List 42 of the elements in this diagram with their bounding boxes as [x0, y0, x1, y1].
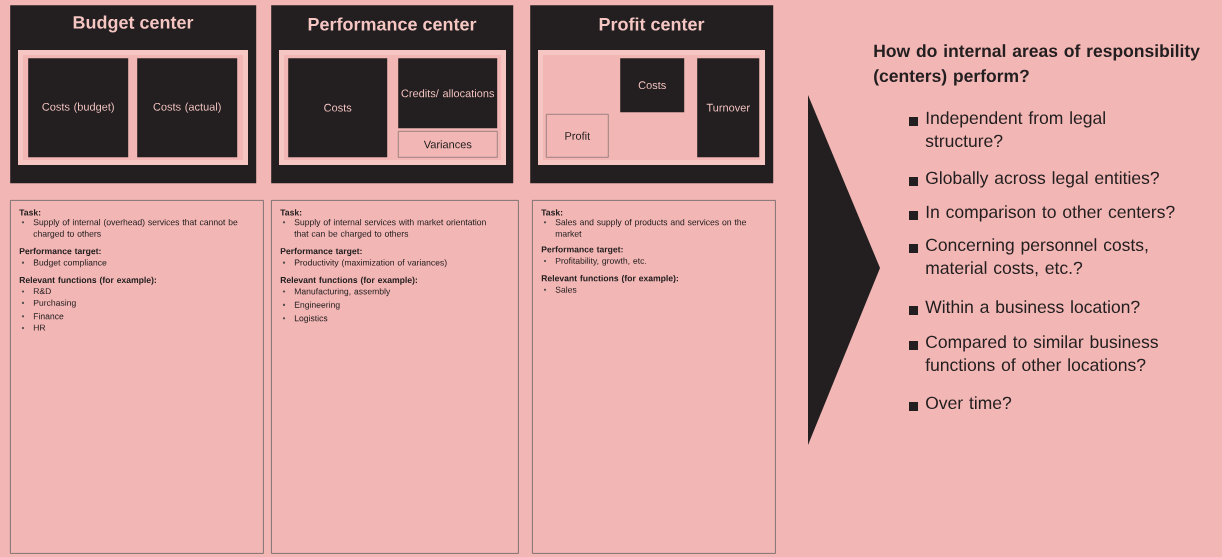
section-heading: Relevant functions (for example):	[280, 276, 417, 285]
list-item: Profitability, growth, etc.	[543, 257, 646, 266]
cost-box: Costs	[620, 58, 685, 113]
question-item: Globally across legal entities?	[909, 171, 1159, 188]
description-panel	[532, 200, 776, 554]
section-heading: Performance target:	[280, 247, 362, 256]
question-item: In comparison to other centers?	[909, 205, 1175, 222]
list-item: Logistics	[282, 314, 328, 323]
question-heading: How do internal areas of responsibility (centers) perform?	[874, 44, 1200, 86]
list-item: Purchasing	[21, 299, 76, 308]
list-item: Engineering	[282, 301, 340, 310]
section-heading: Task:	[280, 209, 302, 216]
question-item: Compared to similar business functions of other locations?	[909, 335, 1158, 372]
list-item: Supply of internal (overhead) services that cannot be charged to others	[21, 218, 238, 239]
list-item: R&D	[21, 288, 51, 295]
section-heading: Task:	[19, 209, 41, 216]
list-item: Supply of internal services with market orientation that can be charged to others	[282, 218, 486, 239]
cost-box: Costs (actual)	[137, 58, 238, 158]
result-box: Profit	[546, 114, 609, 158]
cost-box: Costs	[288, 58, 388, 158]
description-panel	[10, 200, 264, 554]
description-panel	[271, 200, 519, 554]
list-item: Finance	[21, 313, 64, 320]
section-heading: Relevant functions (for example):	[19, 276, 156, 285]
question-item: Concerning personnel costs, material costs, etc.?	[909, 238, 1148, 277]
cost-box: Costs (budget)	[28, 58, 129, 158]
cost-box: Turnover	[697, 58, 760, 158]
section-heading: Performance target:	[19, 247, 101, 256]
cost-box: Credits/ allocations	[398, 58, 498, 129]
list-item: Budget compliance	[21, 259, 107, 268]
list-item: Sales and supply of products and services on the market	[543, 218, 746, 237]
list-item: HR	[21, 324, 46, 331]
question-item: Within a business location?	[909, 300, 1140, 315]
list-item: Manufacturing, assembly	[282, 288, 391, 297]
list-item: Productivity (maximization of variances)	[282, 259, 447, 268]
result-box: Variances	[398, 131, 498, 158]
list-item: Sales	[543, 286, 577, 293]
section-heading: Performance target:	[541, 246, 623, 255]
question-item: Over time?	[909, 396, 1012, 411]
question-item: Independent from legal structure?	[909, 111, 1105, 148]
section-heading: Task:	[541, 209, 563, 216]
section-heading: Relevant functions (for example):	[541, 275, 678, 284]
